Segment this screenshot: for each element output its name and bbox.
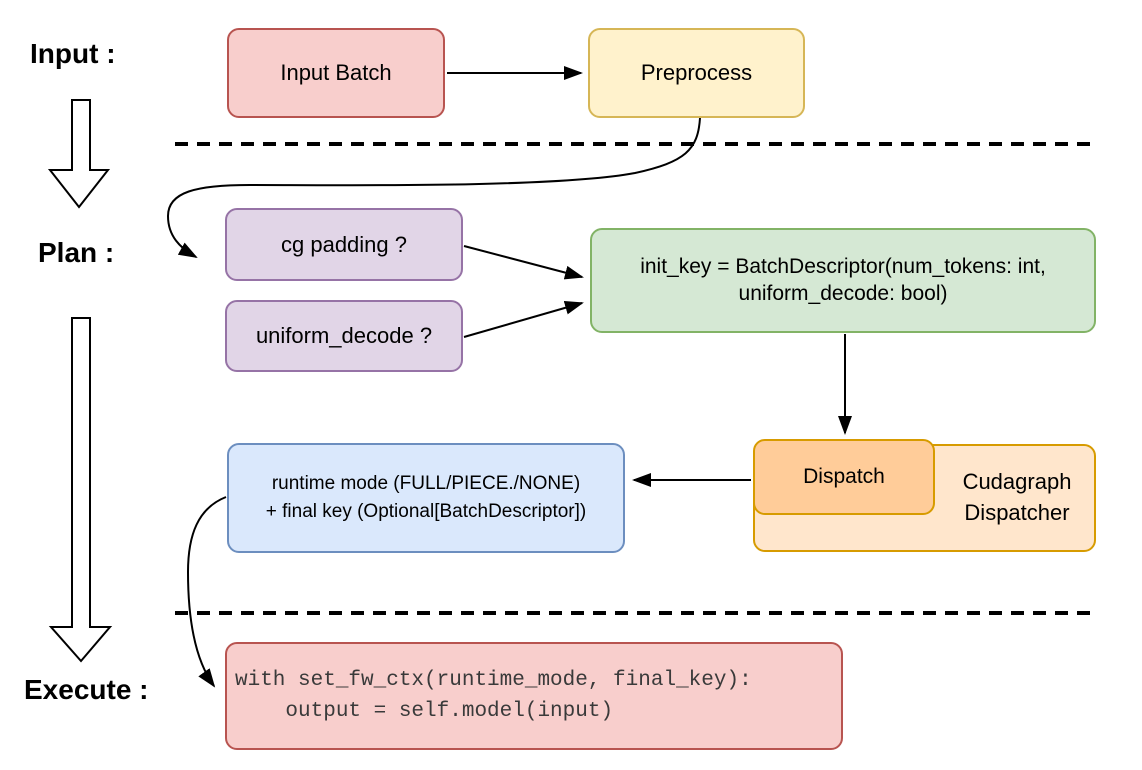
stage-label-input: Input : bbox=[30, 38, 116, 69]
node-execute-code: with set_fw_ctx(runtime_mode, final_key)… bbox=[225, 642, 843, 750]
cudagraph-dispatcher-label: Cudagraph Dispatcher bbox=[940, 446, 1094, 550]
node-input-batch: Input Batch bbox=[227, 28, 445, 118]
preprocess-label: Preprocess bbox=[640, 60, 753, 86]
init-key-line2: uniform_decode: bool) bbox=[738, 281, 948, 305]
execute-code-line1: with set_fw_ctx(runtime_mode, final_key)… bbox=[235, 669, 752, 692]
cudagraph-dispatcher-line2: Dispatcher bbox=[964, 500, 1070, 525]
stage-label-execute: Execute : bbox=[24, 674, 149, 705]
cudagraph-dispatcher-line1: Cudagraph bbox=[962, 469, 1072, 495]
runtime-mode-line1: runtime mode (FULL/PIECE./NONE) bbox=[271, 473, 581, 495]
node-preprocess: Preprocess bbox=[588, 28, 805, 118]
node-init-key: init_key = BatchDescriptor(num_tokens: i… bbox=[590, 228, 1096, 333]
flow-arrow-input-to-plan bbox=[47, 99, 111, 209]
stage-label-plan: Plan : bbox=[38, 237, 115, 268]
execute-code-line2: output = self.model(input) bbox=[235, 700, 614, 723]
flow-arrow-plan-to-execute bbox=[48, 317, 113, 663]
arrow-uniform-decode-to-init-key bbox=[463, 300, 584, 338]
init-key-line1: init_key = BatchDescriptor(num_tokens: i… bbox=[640, 255, 1046, 279]
node-cg-padding: cg padding ? bbox=[225, 208, 463, 281]
cg-padding-label: cg padding ? bbox=[281, 231, 407, 257]
uniform-decode-label: uniform_decode ? bbox=[255, 323, 433, 349]
arrow-cg-padding-to-init-key bbox=[463, 245, 584, 280]
input-batch-label: Input Batch bbox=[280, 60, 392, 86]
node-runtime-mode: runtime mode (FULL/PIECE./NONE) + final … bbox=[227, 443, 625, 553]
runtime-mode-line2: + final key (Optional[BatchDescriptor]) bbox=[265, 501, 587, 522]
node-uniform-decode: uniform_decode ? bbox=[225, 300, 463, 372]
dispatch-label: Dispatch bbox=[803, 464, 885, 488]
node-dispatch: Dispatch bbox=[753, 439, 935, 515]
arrow-runtime-mode-to-execute-code bbox=[186, 496, 227, 688]
